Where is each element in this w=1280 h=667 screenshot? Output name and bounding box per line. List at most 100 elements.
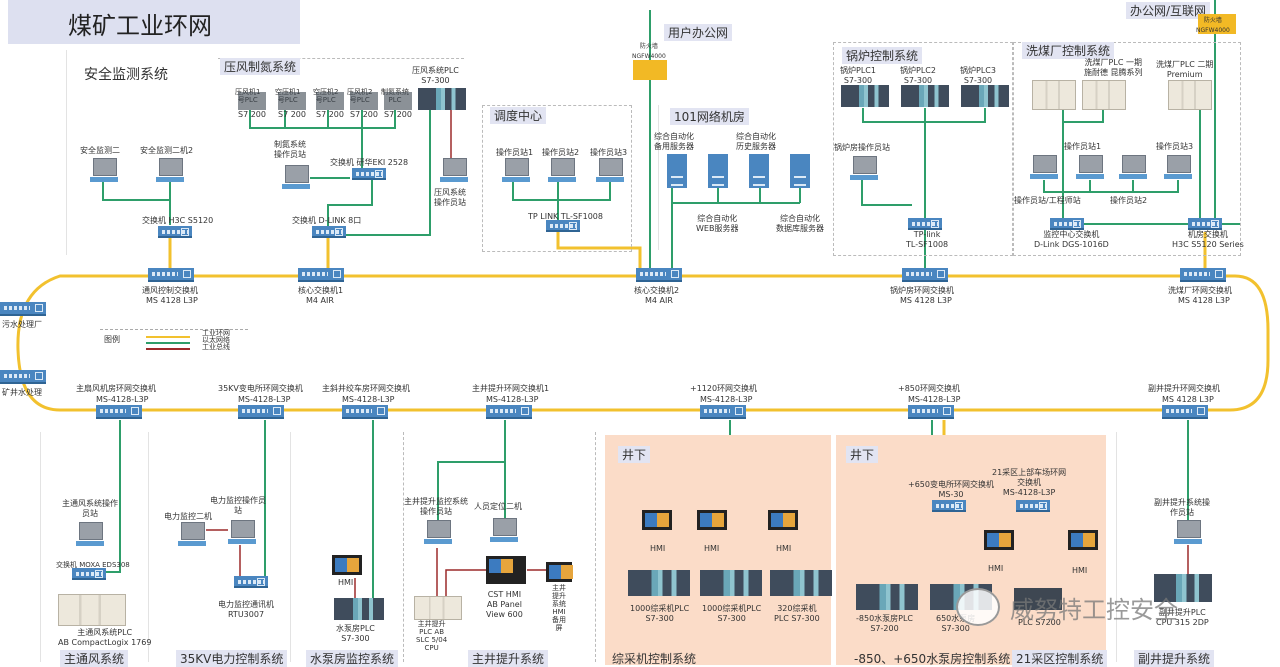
safety-zone-border — [66, 50, 67, 255]
ring-switch-1120[interactable] — [700, 405, 746, 419]
pump-hmi-icon[interactable] — [332, 555, 362, 575]
compressor-plc1-icon[interactable] — [238, 92, 266, 110]
ring-switch-35kv[interactable] — [238, 405, 284, 419]
washery-plc2-icon[interactable] — [1082, 80, 1126, 110]
ring-switch-minewater[interactable] — [0, 370, 46, 384]
compressor-plc1-model: S7 200 — [238, 110, 266, 119]
pump650-switch-icon[interactable] — [932, 500, 966, 512]
coal-hmi2-icon[interactable] — [697, 510, 727, 530]
compressor-plc2-icon[interactable] — [278, 92, 306, 110]
ring-switch-sewage-name: 污水处理厂 — [2, 320, 42, 329]
boiler-pc-icon[interactable] — [850, 156, 878, 182]
ring-switch-sewage[interactable] — [0, 302, 46, 316]
coal-plc1-icon[interactable] — [628, 570, 690, 596]
pump650-hmi-icon[interactable] — [984, 530, 1014, 550]
safety-switch-icon[interactable] — [158, 226, 192, 238]
compressor-plc5-icon[interactable] — [384, 92, 412, 110]
ring-switch-850[interactable] — [908, 405, 954, 419]
hoist-hmi1-icon[interactable] — [486, 556, 526, 584]
ring-switch-aux-hoist[interactable] — [1162, 405, 1208, 419]
washery-pc1-icon[interactable] — [1030, 155, 1058, 181]
coal-hmi3-icon[interactable] — [768, 510, 798, 530]
washery-plc3-icon[interactable] — [1168, 80, 1212, 110]
power-rtu-label: 电力监控通讯机 RTU3007 — [218, 600, 274, 619]
mining21-hmi-icon[interactable] — [1068, 530, 1098, 550]
server3-icon[interactable] — [749, 154, 769, 188]
ring-switch-boiler[interactable] — [902, 268, 948, 282]
mining21-plc-icon[interactable] — [1014, 588, 1062, 610]
dispatch-switch-icon[interactable] — [546, 220, 580, 232]
pump-underground-area — [836, 435, 1106, 665]
server4-icon[interactable] — [790, 154, 810, 188]
ring-switch-washery[interactable] — [1180, 268, 1226, 282]
internet-firewall-icon[interactable] — [1198, 14, 1236, 34]
ring-sw-b2-name: 35KV变电所环网交换机 — [218, 384, 303, 393]
vent-pc-icon[interactable] — [76, 522, 104, 548]
ring-sw-b7-name: 副井提升环网交换机 — [1148, 384, 1220, 393]
washery-pc-label-3: 操作员站3 — [1156, 142, 1194, 151]
dispatch-section-label: 调度中心 — [490, 107, 547, 124]
boiler-plc2-icon[interactable] — [901, 85, 949, 107]
power-pc2-icon[interactable] — [228, 520, 256, 546]
boiler-plc1-icon[interactable] — [841, 85, 889, 107]
dispatch-zone-border — [482, 105, 632, 252]
compressor-main-plc-icon[interactable] — [418, 88, 466, 110]
mining21-switch-icon[interactable] — [1016, 500, 1050, 512]
pump-area-tag: 井下 — [846, 446, 879, 463]
compressor-plc4-model: S7 200 — [350, 110, 378, 119]
ring-switch-incline[interactable] — [342, 405, 388, 419]
washery-plc1-icon[interactable] — [1032, 80, 1076, 110]
compressor-plc3-icon[interactable] — [316, 92, 344, 110]
ring-switch-core1[interactable] — [298, 268, 344, 282]
server1-icon[interactable] — [667, 154, 687, 188]
nitrogen-pc-icon[interactable] — [282, 165, 310, 191]
washery-switch2-label: 机房交换机 H3C S5120 Series — [1172, 230, 1244, 249]
compressor-plc4-icon[interactable] — [350, 92, 378, 110]
safety-pc1-icon[interactable] — [90, 158, 118, 184]
ring-switch-core2-model: M4 AIR — [645, 296, 673, 305]
dispatch-pc2-icon[interactable] — [548, 158, 576, 184]
internet-label: 办公网/互联网 — [1126, 2, 1211, 19]
boiler-plc1-label: 锅炉PLC1 S7-300 — [840, 66, 876, 85]
dispatch-pc1-icon[interactable] — [502, 158, 530, 184]
ring-switch-main-hoist[interactable] — [486, 405, 532, 419]
power-pc1-icon[interactable] — [178, 522, 206, 548]
washery-switch1-label: 监控中心交换机 D-Link DGS-1016D — [1034, 230, 1109, 249]
boiler-plc3-icon[interactable] — [961, 85, 1009, 107]
dispatch-pc3-icon[interactable] — [596, 158, 624, 184]
pump-plc-icon[interactable] — [334, 598, 384, 620]
hoist-hmi2-icon[interactable] — [546, 562, 573, 582]
ring-switch-main-fan[interactable] — [96, 405, 142, 419]
compressor-op-pc-icon[interactable] — [440, 158, 468, 184]
server2-icon[interactable] — [708, 154, 728, 188]
vent-plc-icon[interactable] — [58, 594, 126, 626]
compressor-switch1-icon[interactable] — [352, 168, 386, 180]
washery-pc3-icon[interactable] — [1119, 155, 1147, 181]
coal-plc3-icon[interactable] — [770, 570, 832, 596]
coal-hmi1-icon[interactable] — [642, 510, 672, 530]
server1-label: 综合自动化 备用服务器 — [654, 132, 694, 151]
washery-switch1-icon[interactable] — [1050, 218, 1084, 230]
ring-switch-ventilation[interactable] — [148, 268, 194, 282]
compressor-switch2-icon[interactable] — [312, 226, 346, 238]
ring-switch-core2[interactable] — [636, 268, 682, 282]
safety-pc2-icon[interactable] — [156, 158, 184, 184]
coal-section-label: 综采机控制系统 — [612, 652, 697, 666]
coal-plc2-icon[interactable] — [700, 570, 762, 596]
washery-pc2-icon[interactable] — [1076, 155, 1104, 181]
hoist-plc-icon[interactable] — [414, 596, 462, 620]
hoist-pc1-icon[interactable] — [424, 520, 452, 546]
washery-switch2-icon[interactable] — [1188, 218, 1222, 230]
pump850-plc-icon[interactable] — [856, 584, 918, 610]
auxhoist-plc-icon[interactable] — [1154, 574, 1212, 602]
power-section-label: 35KV电力控制系统 — [176, 650, 288, 667]
boiler-switch-icon[interactable] — [908, 218, 942, 230]
power-rtu-icon[interactable] — [234, 576, 268, 588]
compressor-switch2-label: 交换机 D-LINK 8口 — [292, 216, 362, 225]
hoist-pc2-icon[interactable] — [490, 518, 518, 544]
office-firewall-icon[interactable] — [633, 60, 667, 80]
vent-switch-icon[interactable] — [72, 568, 106, 580]
washery-pc4-icon[interactable] — [1164, 155, 1192, 181]
auxhoist-pc-icon[interactable] — [1174, 520, 1202, 546]
compressor-switch1-label: 交换机 研华EKI 2528 — [330, 158, 409, 167]
